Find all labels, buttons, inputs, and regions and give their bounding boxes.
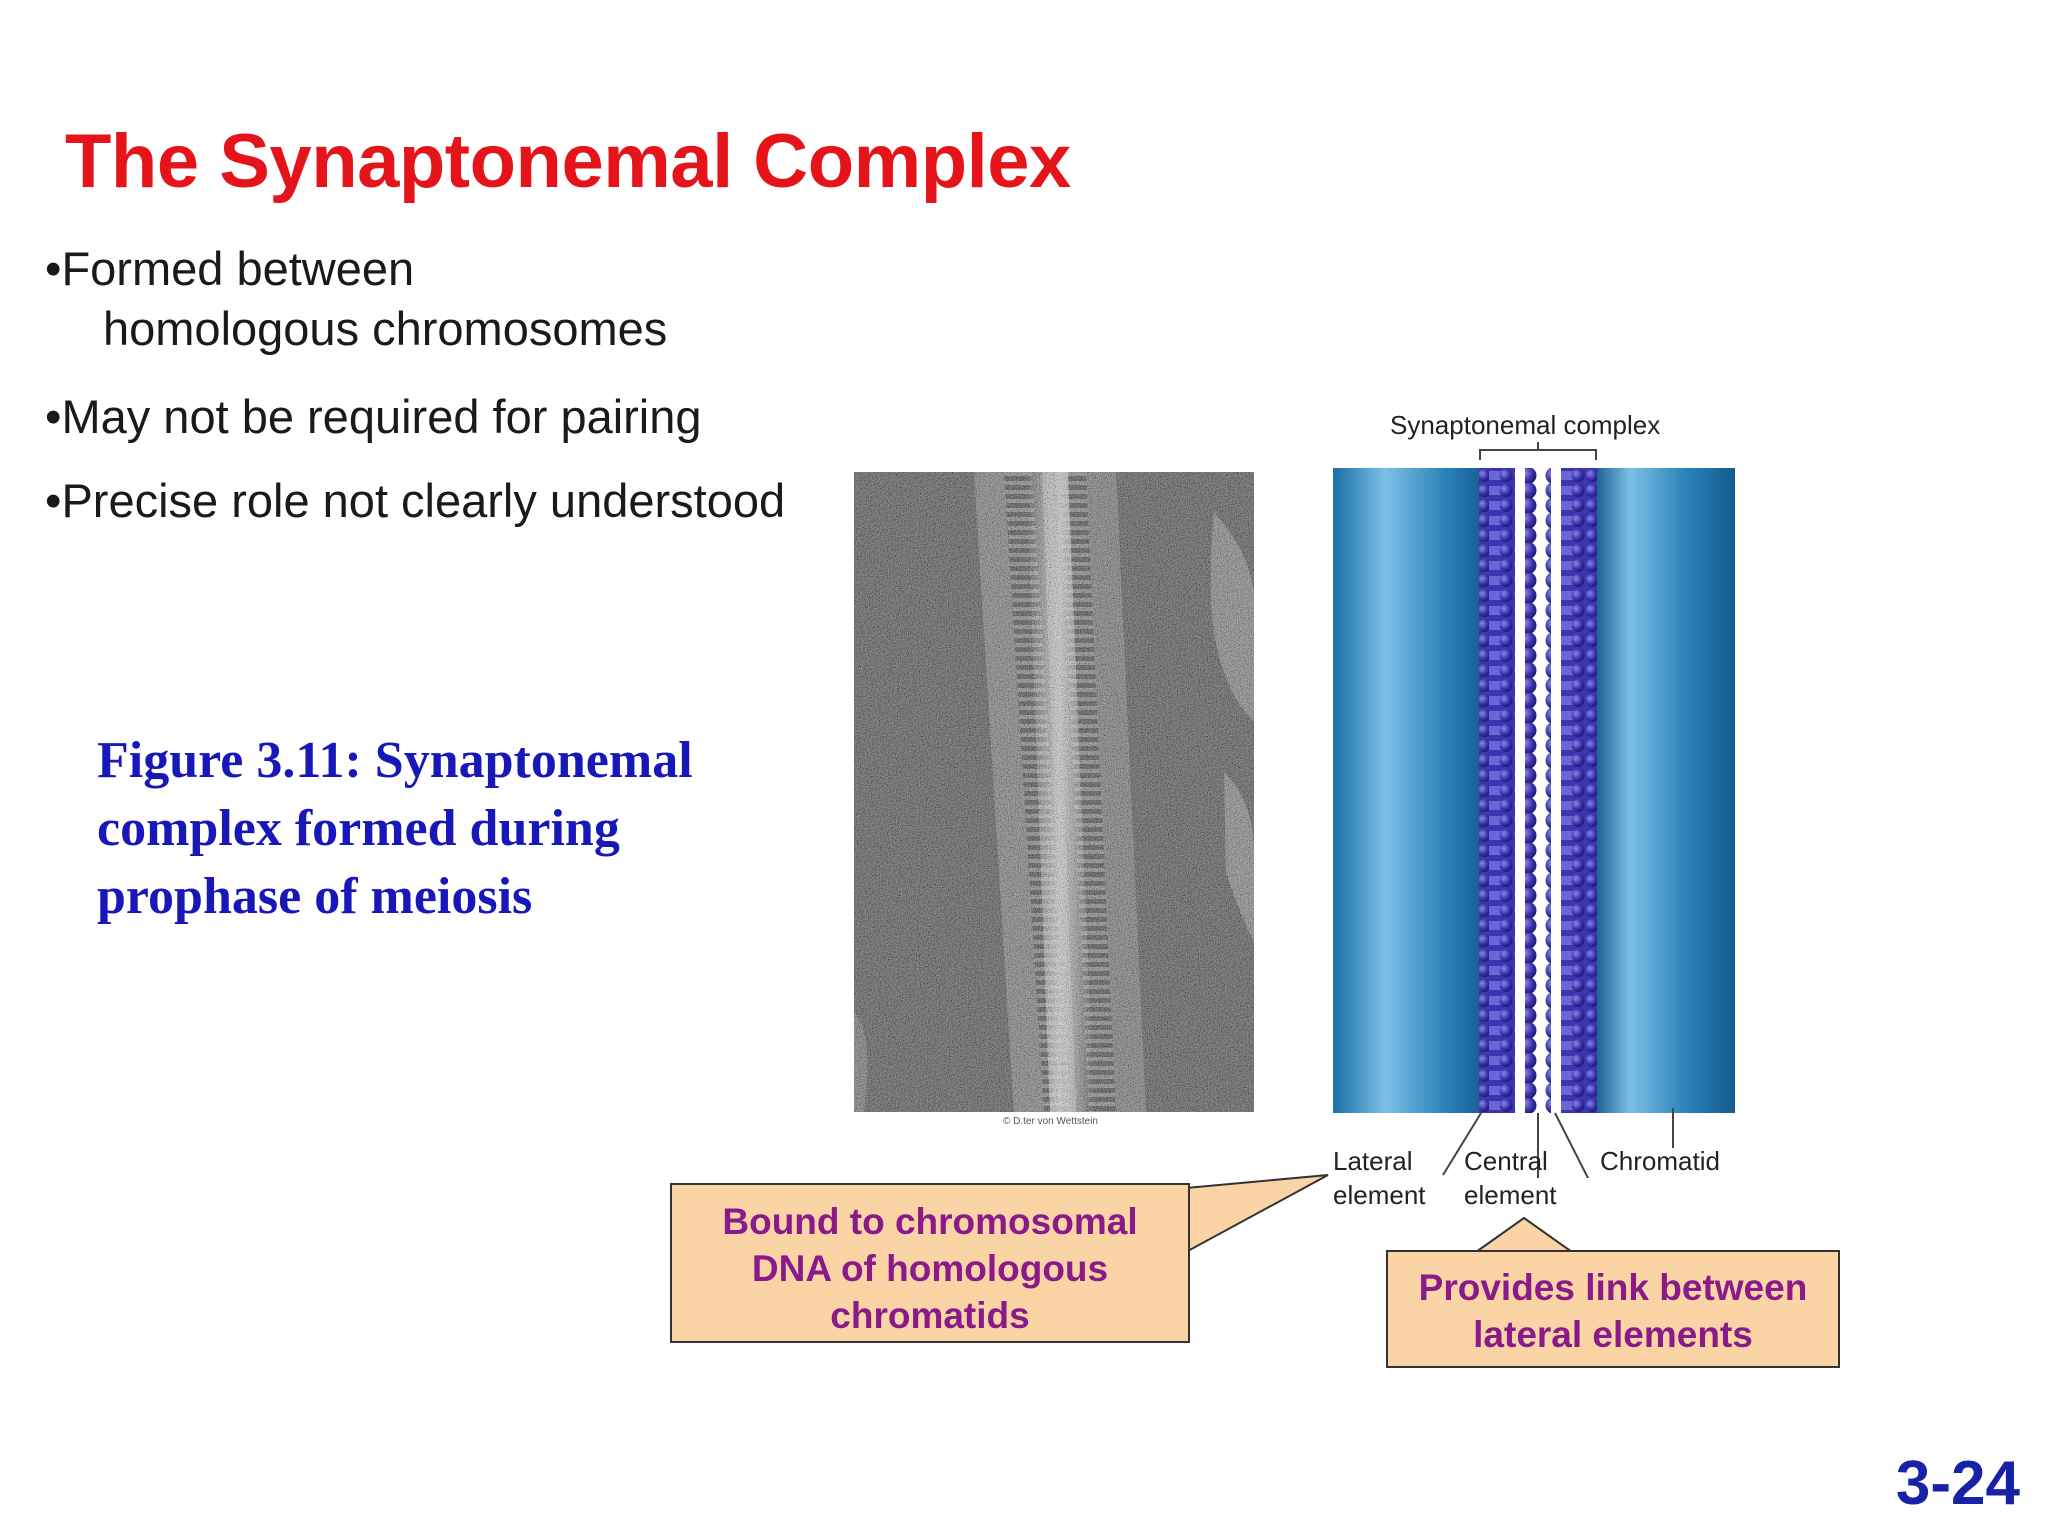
label-line: Central (1464, 1146, 1548, 1176)
callout-line: Provides link between (1418, 1267, 1808, 1308)
synaptonemal-diagram: Synaptonemal complex (1333, 408, 1753, 1228)
label-line: Lateral (1333, 1146, 1413, 1176)
micrograph-image (854, 472, 1254, 1112)
bullet-text-continuation: homologous chromosomes (103, 302, 668, 355)
bullet-text: •Precise role not clearly understood (45, 474, 786, 527)
bullet-text: •Formed between (45, 242, 415, 295)
central-element-callout: Provides link between lateral elements (1386, 1250, 1840, 1368)
slide-number: 3-24 (1895, 1449, 2020, 1518)
callout-line: chromatids (830, 1295, 1030, 1336)
callout-line: DNA of homologous (751, 1248, 1109, 1289)
micrograph-credit: © D.ter von Wettstein (1003, 1116, 1098, 1127)
callout-line: lateral elements (1473, 1314, 1753, 1355)
slide-title: The Synaptonemal Complex (65, 119, 1071, 204)
bullet-text: •May not be required for pairing (45, 390, 702, 443)
bullet-item: •Formed between homologous chromosomes (45, 245, 667, 352)
bullet-item: •Precise role not clearly understood (45, 477, 785, 524)
bullet-item: •May not be required for pairing (45, 393, 702, 440)
figure-caption: Figure 3.11: Synaptonemal complex formed… (97, 727, 817, 931)
electron-micrograph (854, 472, 1254, 1112)
central-element-label: Central element (1464, 1144, 1557, 1212)
caption-line: complex formed during (97, 800, 620, 857)
diagram-graphic (1333, 442, 1735, 1178)
chromatid-label: Chromatid (1600, 1146, 1720, 1176)
complex-label: Synaptonemal complex (1390, 410, 1661, 440)
label-line: element (1333, 1180, 1426, 1210)
label-line: element (1464, 1180, 1557, 1210)
lateral-element-label: Lateral element (1333, 1144, 1426, 1212)
caption-line: Figure 3.11: Synaptonemal (97, 732, 693, 789)
caption-line: prophase of meiosis (97, 868, 533, 925)
lateral-element-callout: Bound to chromosomal DNA of homologous c… (670, 1183, 1190, 1343)
callout-line: Bound to chromosomal (722, 1201, 1138, 1242)
